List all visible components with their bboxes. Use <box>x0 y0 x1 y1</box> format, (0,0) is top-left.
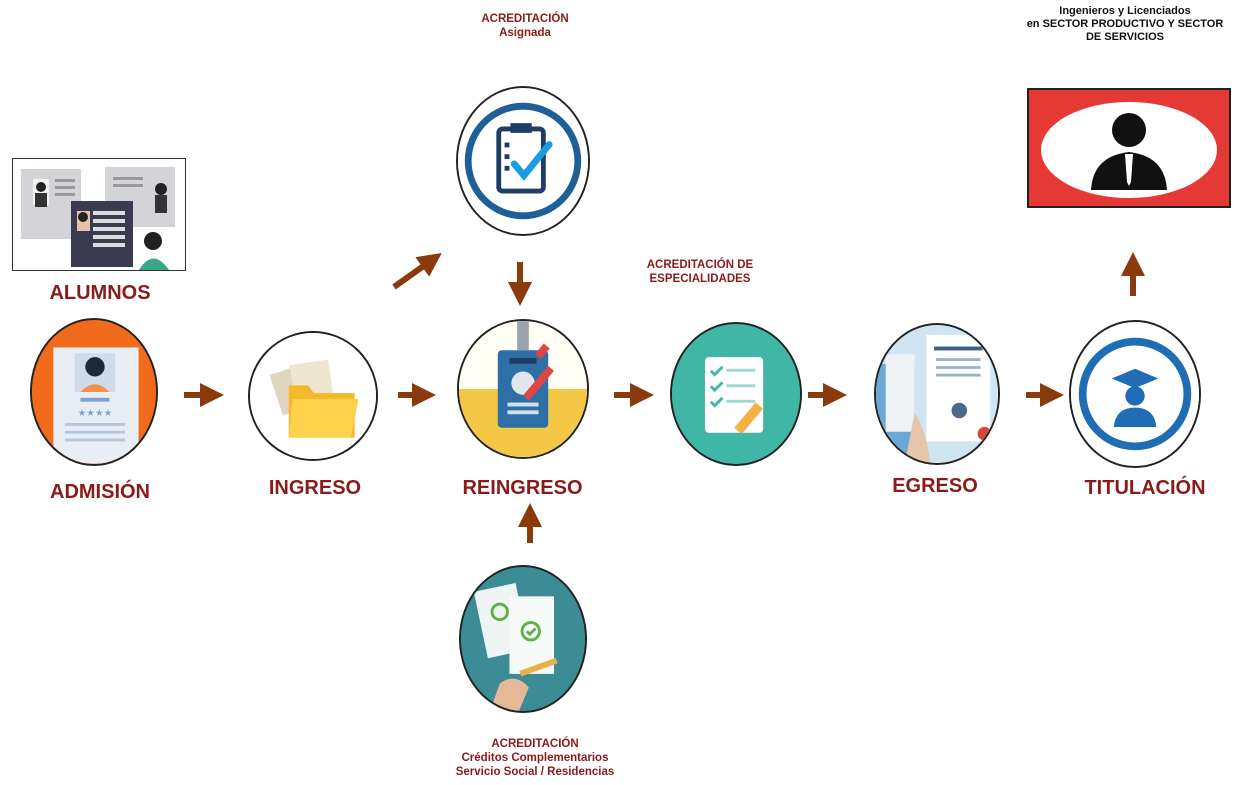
approved-documents-icon <box>461 567 585 711</box>
graduate-icon <box>1071 322 1199 466</box>
students-profiles-image <box>12 158 186 271</box>
especialidades-line2: ESPECIALIDADES <box>649 273 751 285</box>
folder-documents-icon <box>250 333 376 459</box>
ingenieros-line1: Ingenieros y Licenciados <box>1059 5 1191 17</box>
checklist-pencil-icon <box>672 324 800 464</box>
egreso-node <box>874 323 1000 465</box>
ingreso-label: INGRESO <box>268 477 362 499</box>
titulacion-label: TITULACIÓN <box>1084 477 1206 499</box>
professional-person-icon <box>1027 88 1231 208</box>
especialidades-node <box>670 322 802 466</box>
clipboard-check-icon <box>458 88 588 234</box>
svg-text:★★★★: ★★★★ <box>78 408 113 419</box>
especialidades-label: ACREDITACIÓN DE ESPECIALIDADES <box>630 258 770 286</box>
arrow-ingreso-acreditacion <box>392 253 442 290</box>
acreditacion-asignada-node <box>456 86 590 236</box>
certificate-documents-icon <box>876 325 998 463</box>
egreso-label: EGRESO <box>892 475 978 497</box>
bottom-acreditacion-node <box>459 565 587 713</box>
ingenieros-line2: en SECTOR PRODUCTIVO Y SECTOR <box>1026 18 1224 30</box>
ingenieros-label: Ingenieros y Licenciados en SECTOR PRODU… <box>995 5 1235 44</box>
bottom-acreditacion-label: ACREDITACIÓN Créditos Complementarios Se… <box>430 737 640 779</box>
bottom-line1: ACREDITACIÓN <box>491 738 579 750</box>
alumnos-label: ALUMNOS <box>49 282 151 304</box>
bottom-line2: Créditos Complementarios <box>461 752 609 764</box>
admision-node: ★★★★ <box>30 318 158 466</box>
bottom-line3: Servicio Social / Residencias <box>455 766 615 778</box>
titulacion-node <box>1069 320 1201 468</box>
acreditacion-asignada-label: ACREDITACIÓN Asignada <box>455 12 595 40</box>
admision-label: ADMISIÓN <box>50 481 150 503</box>
resume-profile-icon: ★★★★ <box>32 320 156 464</box>
especialidades-line1: ACREDITACIÓN DE <box>646 259 754 271</box>
ingreso-node <box>248 331 378 461</box>
ingenieros-line3: DE SERVICIOS <box>1085 31 1165 43</box>
acreditacion-asignada-line2: Asignada <box>499 27 551 39</box>
reingreso-label: REINGRESO <box>462 477 583 499</box>
acreditacion-asignada-line1: ACREDITACIÓN <box>481 13 569 25</box>
